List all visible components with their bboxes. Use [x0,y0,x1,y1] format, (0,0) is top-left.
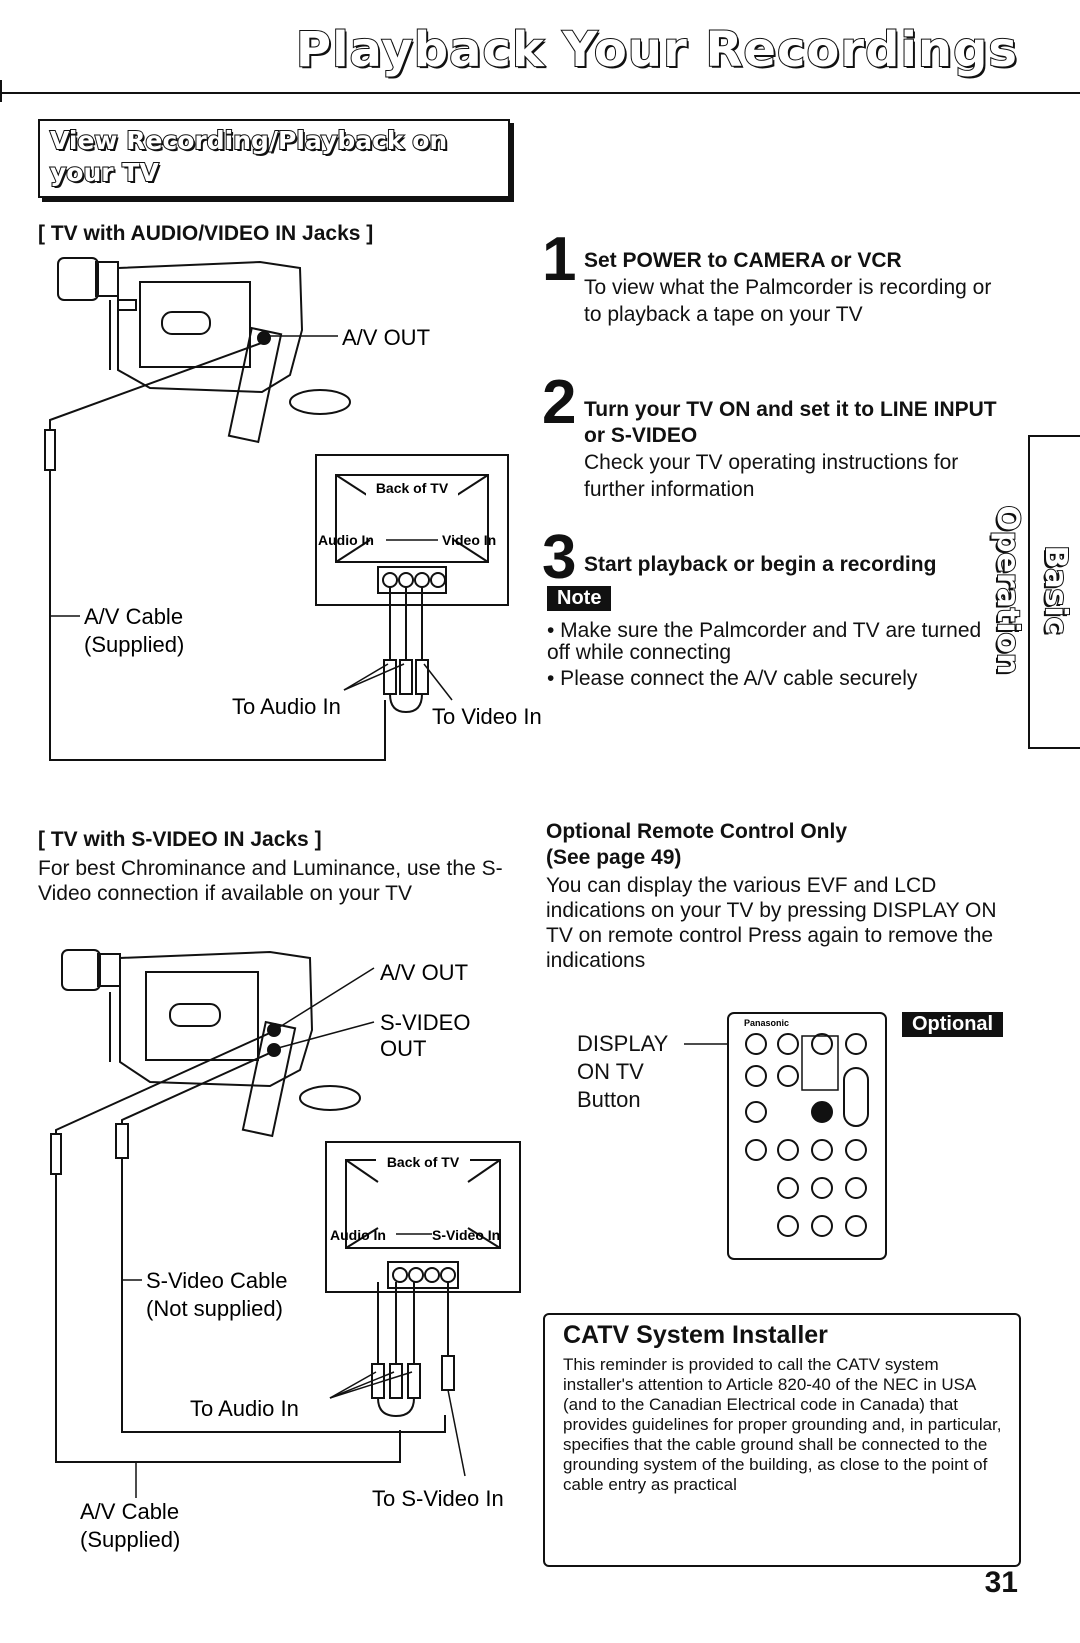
remote-button[interactable] [745,1065,767,1087]
catv-text: This reminder is provided to call the CA… [563,1355,1002,1494]
to-audio-in-label-2: To Audio In [190,1396,299,1421]
remote-button[interactable] [745,1139,767,1161]
remote-button[interactable] [745,1101,767,1123]
av-cable-label-3: A/V Cable [80,1499,179,1524]
remote-button[interactable] [777,1033,799,1055]
tv-svideo-in-label: S-Video In [432,1227,500,1243]
back-of-tv-label-2: Back of TV [387,1154,460,1170]
title-rule [0,92,1080,94]
optional-badge: Optional [902,1012,1004,1037]
svideo-out-label-2: OUT [380,1036,426,1061]
index-rev-button[interactable] [777,1215,799,1237]
display-on-tv-button[interactable] [745,1033,767,1055]
display-label-line-3: Button [577,1087,641,1112]
note-list: • Make sure the Palmcorder and TV are tu… [547,620,1007,690]
tv-audio-in-label: Audio In [318,532,374,548]
to-svideo-in-label: To S-Video In [372,1486,504,1511]
display-label-line-2: ON TV [577,1059,644,1084]
to-audio-in-label: To Audio In [232,694,341,719]
note-item: • Please connect the A/V cable securely [547,667,918,690]
zoom-rocker[interactable] [843,1067,869,1127]
slow-rev-button[interactable] [777,1177,799,1199]
title-tick [0,80,2,102]
back-of-tv-label: Back of TV [376,480,449,496]
remote-brand: Panasonic [744,1018,789,1028]
remote-button[interactable] [777,1065,799,1087]
page-number: 31 [984,1566,1018,1599]
camcorder-illustration [57,257,351,444]
fast-forward-button[interactable] [845,1139,867,1161]
svideo-out-label-1: S-VIDEO [380,1010,470,1035]
av-out-label-2: A/V OUT [380,960,468,985]
av-cable-label-2: (Supplied) [84,632,184,657]
pause-button[interactable] [811,1177,833,1199]
catv-title: CATV System Installer [563,1321,828,1349]
side-tab: Basic Operation [989,435,1080,749]
remote-button[interactable] [845,1033,867,1055]
stop-button[interactable] [811,1215,833,1237]
index-fwd-button[interactable] [845,1215,867,1237]
svideo-connection-diagram: A/V OUT S-VIDEO OUT S-Video Cable (Not s… [50,949,521,1552]
svideo-setup-heading: [ TV with S-VIDEO IN Jacks ] [38,828,322,851]
svideo-cable-label-1: S-Video Cable [146,1268,287,1293]
remote-heading-2: (See page 49) [546,846,682,869]
remote-heading-1: Optional Remote Control Only [546,820,848,843]
av-setup-heading: [ TV with AUDIO/VIDEO IN Jacks ] [38,222,374,245]
display-on-tv-label: DISPLAY ON TV Button [577,1030,668,1114]
step-1-number: 1 [542,225,577,294]
tv-audio-in-label-2: Audio In [330,1227,386,1243]
to-video-in-label: To Video In [432,704,542,729]
section-title: View Recording/Playback on your TV [49,125,448,188]
tv-video-in-label: Video In [442,532,496,548]
av-out-label: A/V OUT [342,325,430,350]
step-1-title: Set POWER to CAMERA or VCR [584,249,902,272]
page-title: Playback Your Recordings [295,21,1018,79]
step-2-text: Check your TV operating instructions for… [584,451,959,501]
note-badge: Note [547,586,612,611]
remote-text: You can display the various EVF and LCD … [546,874,997,972]
display-label-line-1: DISPLAY [577,1031,669,1056]
tv-back-illustration [315,454,509,606]
remote-button[interactable] [811,1033,833,1055]
play-button[interactable] [811,1139,833,1161]
av-cable-label-4: (Supplied) [80,1527,180,1552]
svideo-setup-intro: For best Chrominance and Luminance, use … [38,857,503,905]
step-2-number: 2 [542,368,577,437]
rewind-button[interactable] [777,1139,799,1161]
step-3-title: Start playback or begin a recording [584,553,937,576]
slow-fwd-button[interactable] [845,1177,867,1199]
note-item: • Make sure the Palmcorder and TV are tu… [547,619,982,664]
svideo-cable-label-2: (Not supplied) [146,1296,283,1321]
catv-box: CATV System Installer This reminder is p… [543,1313,1021,1567]
section-title-box: View Recording/Playback on your TV [38,119,510,198]
step-3-number: 3 [542,523,577,592]
av-cable-label-1: A/V Cable [84,604,183,629]
step-1-text: To view what the Palmcorder is recording… [584,276,992,326]
av-connection-diagram: A/V OUT A/V Cable (Supplied) Back of TV … [44,257,542,761]
record-button[interactable] [811,1101,833,1123]
step-2-title: Turn your TV ON and set it to LINE INPUT… [584,398,997,447]
